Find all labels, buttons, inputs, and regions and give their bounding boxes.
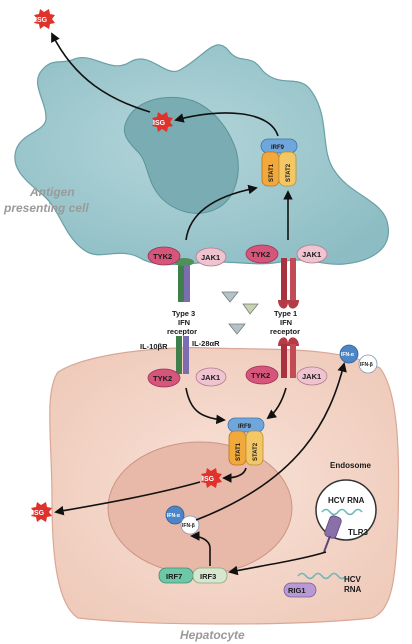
hep-ifn-beta-label: IFN-β [182,523,195,529]
apc-jak1-left-label: JAK1 [201,253,220,262]
apc-irf9-label: IRF9 [271,145,285,151]
endosome-hcv-rna: HCV RNA [328,496,365,505]
isg-burst-apc-nucleus: ISG [152,112,173,132]
cytoplasm-rna-strand [297,572,347,580]
hep-ifn-alpha [165,505,185,525]
apc-stat2-label: STAT2 [286,163,292,182]
endosome-rna-strand [321,508,363,516]
apc-label-line1: Antigen [29,185,75,199]
type1-line1: Type 1 [274,309,297,318]
isg-label: ISG [153,120,166,127]
hep-jak1-left-label: JAK1 [201,373,220,382]
apc-nucleus [123,96,239,214]
apc-jak1-right [296,244,328,264]
irf7-label: IRF7 [166,572,182,581]
isg-burst-left: ISG [31,502,52,522]
apc-tyk2-left-label: TYK2 [153,252,172,261]
hep-tyk2-right-label: TYK2 [251,371,270,380]
hcv-rna-line2: RNA [344,585,362,594]
hep-stat2 [245,430,264,466]
type3-line1: Type 3 [172,309,195,318]
apc-tyk2-right [245,244,279,264]
irf3-label: IRF3 [200,572,216,581]
hep-tyk2-left [147,368,181,388]
rig1 [283,582,317,598]
hep-irf9 [227,417,265,433]
il28-label: IL-28αR [192,339,220,348]
hep-irf9-label: IRF9 [238,424,252,430]
isg-label: ISG [35,17,48,24]
type1-line2: IFN [280,318,292,327]
apc-tyk2-left [147,246,181,266]
type3-line3: receptor [167,327,197,336]
isg-burst-top: ISG [34,9,55,29]
type1-receptor-apc [278,258,299,309]
isg-burst-hep-nucleus: ISG [201,468,222,488]
ifn-triangle [221,291,239,303]
endosome-label: Endosome [330,461,371,470]
apc-stat2 [278,151,297,187]
ifn-triangle [228,323,246,335]
hepatocyte-label: Hepatocyte [180,628,245,642]
il10-label: IL-10βR [140,342,168,351]
hep-ifn-beta [180,515,200,535]
hcv-rna-line1: HCV [344,575,362,584]
hep-tyk2-right [245,365,279,385]
hep-kinases: TYK2 JAK1 TYK2 JAK1 [147,365,328,388]
hepatocyte-nucleus [107,441,293,575]
hep-stat1-label: STAT1 [236,442,242,461]
secreted-ifn-alpha [339,344,359,364]
apc-stat1-label: STAT1 [269,163,275,182]
ifn-triangle [242,303,259,315]
isg-label: ISG [32,510,45,517]
apc-jak1-left [195,247,227,267]
hep-jak1-right [296,366,328,386]
ifn-ligands [221,291,259,335]
hep-jak1-right-label: JAK1 [302,372,321,381]
hep-jak1-left [195,367,227,387]
type1-receptor-hep [278,337,299,378]
type3-line2: IFN [178,318,190,327]
apc-label-line2: presenting cell [3,201,89,215]
irf3 [192,567,228,584]
tlr3-receptor [323,515,342,553]
apc-tyk2-right-label: TYK2 [251,250,270,259]
apc-irf9 [260,138,298,154]
hep-ifn-alpha-label: IFN-α [167,513,181,519]
rig1-label: RIG1 [288,586,306,595]
type1-line3: receptor [270,327,300,336]
apc-kinases: TYK2 JAK1 TYK2 JAK1 [147,244,328,267]
type3-receptor-hep [176,336,189,374]
apc-isgf3-complex: IRF9 STAT1 STAT2 [260,138,298,187]
pathway-arrows [51,32,347,576]
isg-label: ISG [202,476,215,483]
secreted-ifn-alpha-label: IFN-α [341,352,355,358]
secreted-ifn-beta [358,354,378,374]
secreted-ifn-beta-label: IFN-β [360,362,373,368]
hep-isgf3-complex: IRF9 STAT1 STAT2 [227,417,265,466]
hep-tyk2-left-label: TYK2 [153,374,172,383]
apc-jak1-right-label: JAK1 [302,250,321,259]
tlr3-label: TLR3 [348,528,369,537]
hep-stat2-label: STAT2 [253,442,259,461]
type3-receptor-apc [174,258,194,302]
